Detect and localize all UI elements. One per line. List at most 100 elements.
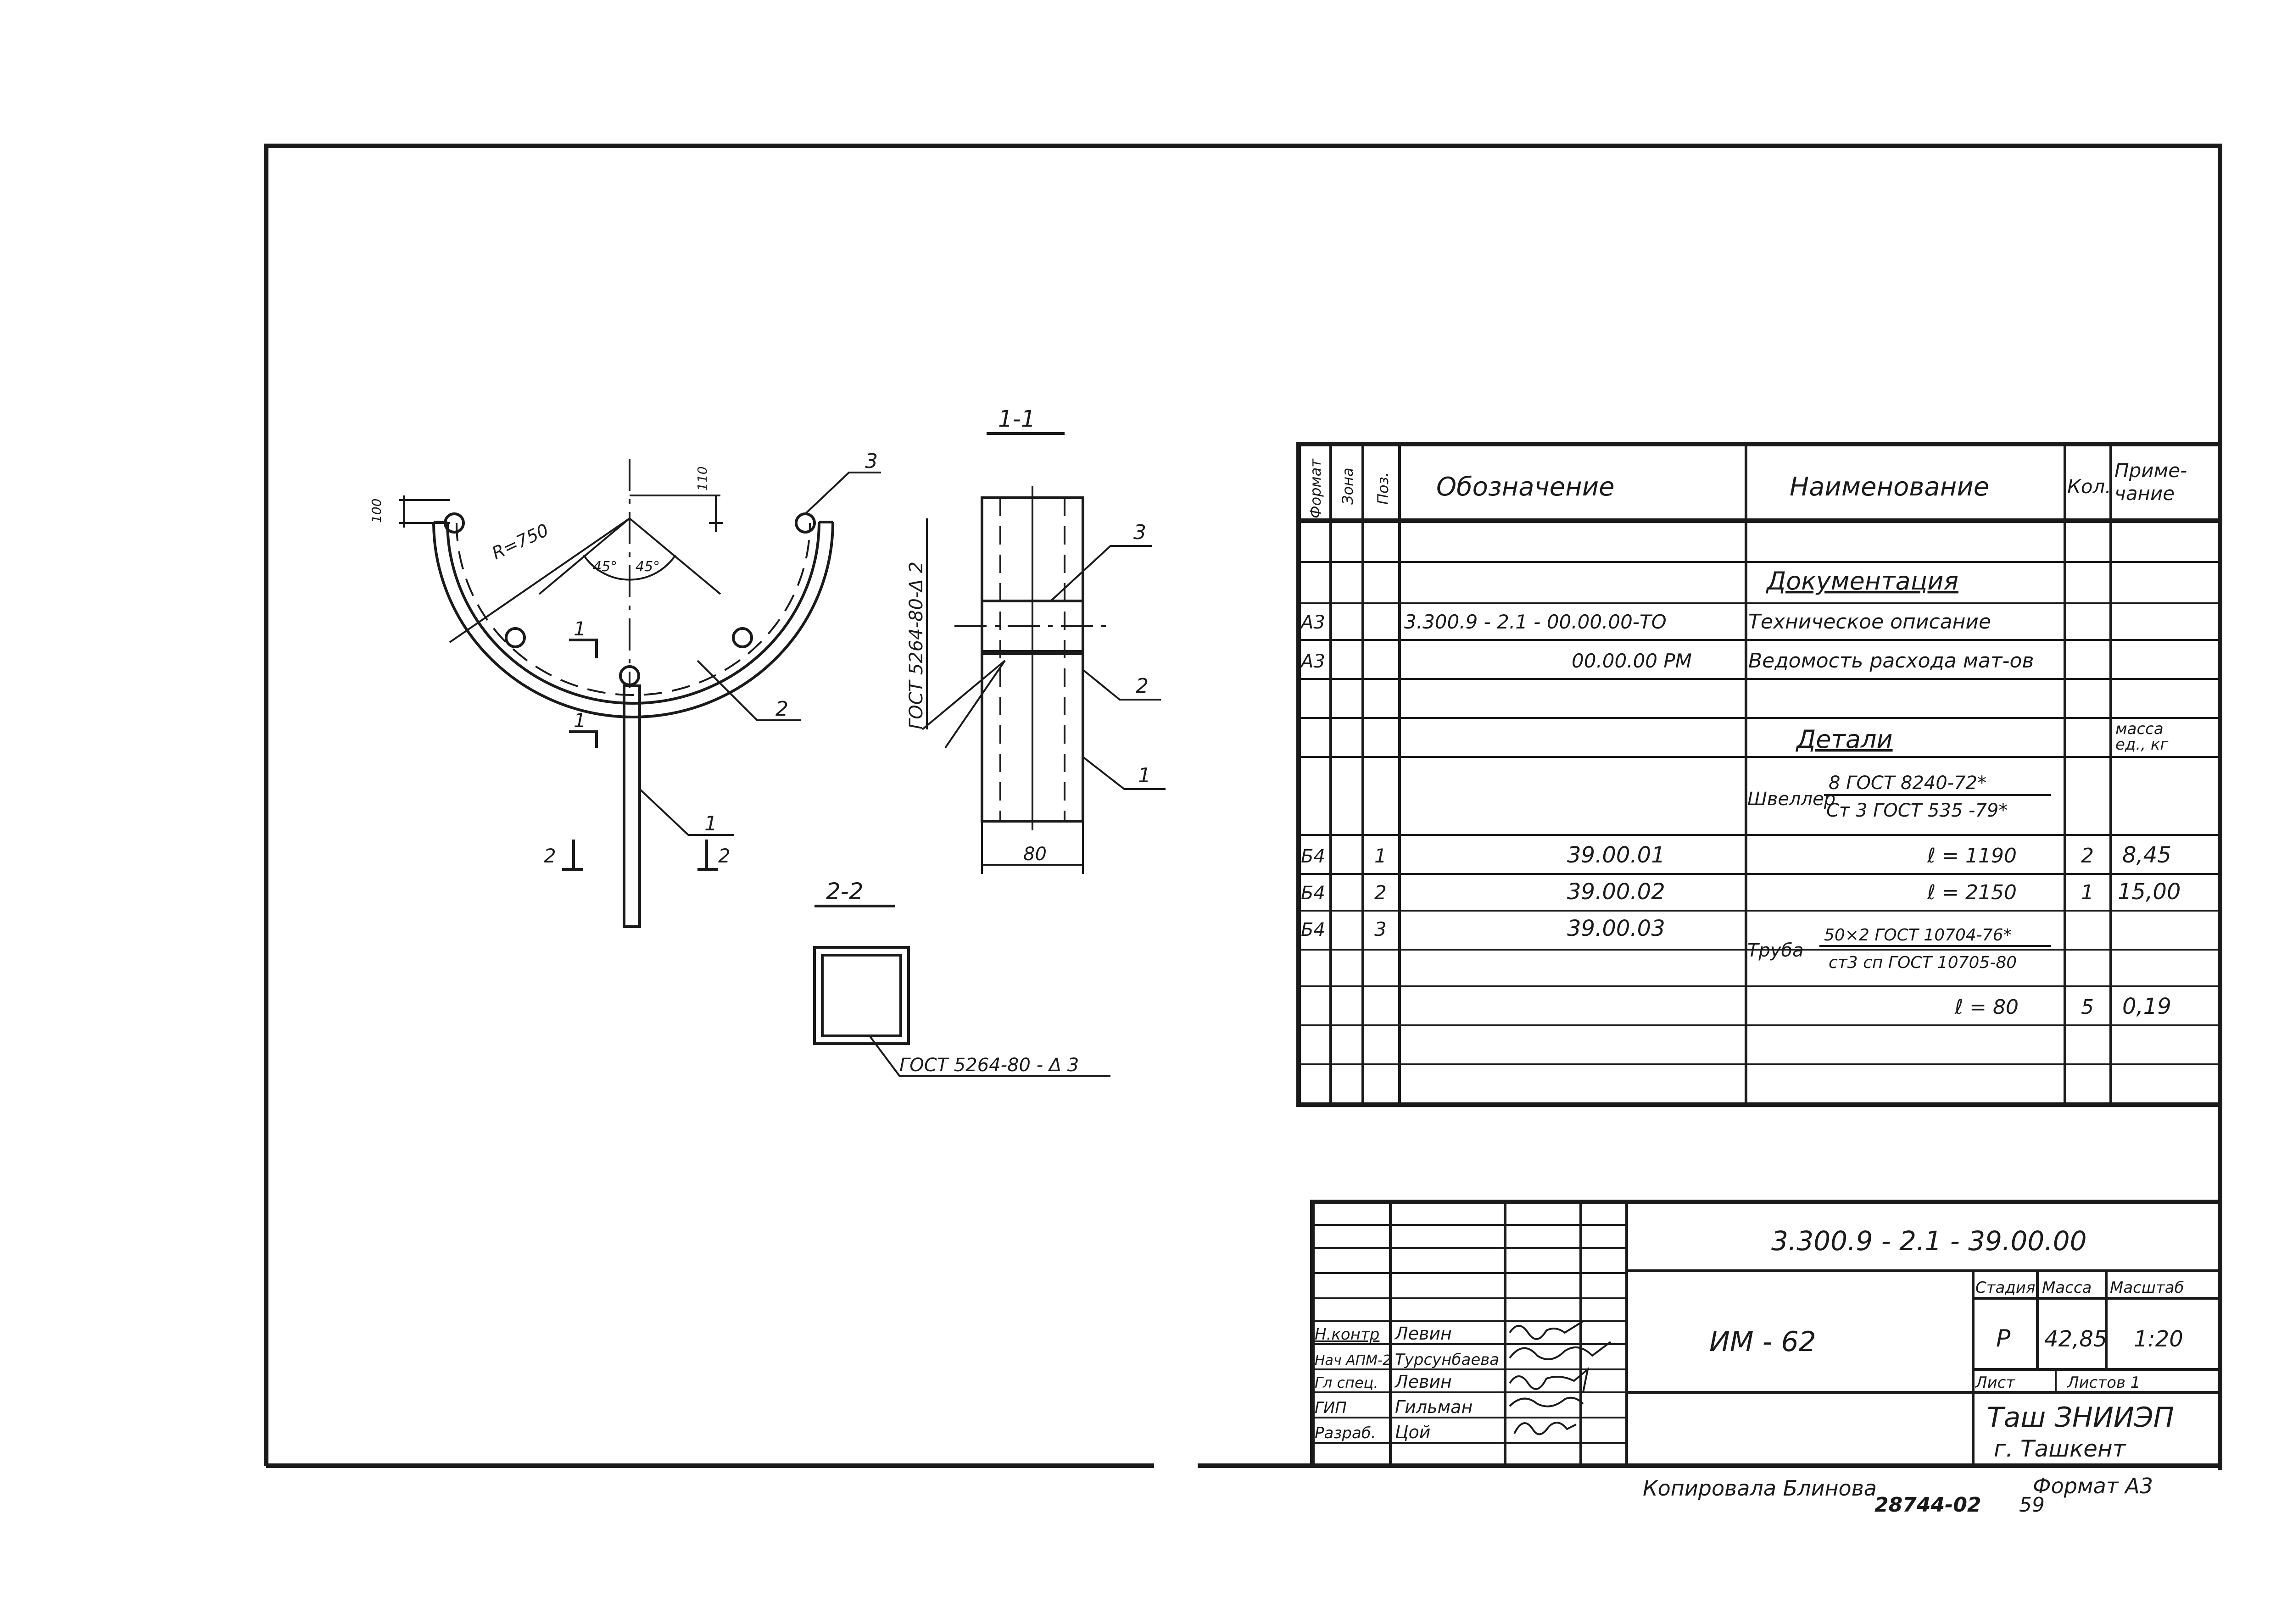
- spec-header-pos: Поз.: [1374, 472, 1392, 505]
- section-mark-2-left: 2: [544, 845, 556, 867]
- spec-header-note-line1: Приме-: [2114, 459, 2187, 482]
- footer-page: 59: [2019, 1493, 2045, 1517]
- signer-name-2: Турсунбаева: [1395, 1351, 1499, 1369]
- spec-pipe-top: 50×2 ГОСТ 10704-76*: [1824, 926, 2012, 945]
- spec-part3-pos: 3: [1374, 918, 1387, 940]
- spec-channel-top: 8 ГОСТ 8240-72*: [1829, 773, 1986, 794]
- spec-header-format: Формат: [1307, 458, 1324, 518]
- spec-part2-name: ℓ = 2150: [1927, 881, 2017, 904]
- signer-role-4: ГИП: [1315, 1399, 1347, 1417]
- spec-row2-name: Ведомость расхода мат-ов: [1748, 649, 2034, 673]
- spec-pipe-length: ℓ = 80: [1954, 996, 2019, 1019]
- section-1-1-view: [921, 486, 1166, 874]
- title-doc-code: 3.300.9 - 2.1 - 39.00.00: [1771, 1225, 2087, 1257]
- title-sheets-label: Листов 1: [2066, 1374, 2140, 1392]
- footer-format: Формат А3: [2033, 1474, 2153, 1498]
- angle-left-label: 45°: [593, 559, 617, 575]
- tube-hole-midright: [732, 627, 753, 648]
- spec-row2-format: А3: [1300, 651, 1325, 672]
- title-sheet-label: Лист: [1975, 1374, 2015, 1392]
- signer-role-3: Гл спец.: [1315, 1374, 1378, 1391]
- title-mass: 42,85: [2044, 1326, 2107, 1352]
- spec-row1-name: Техническое описание: [1748, 610, 1991, 634]
- spec-mass-header: масса ед., кг: [2115, 720, 2169, 754]
- section-2-2-view: [813, 946, 1110, 1077]
- spec-header-note-line2: чание: [2114, 482, 2175, 505]
- spec-part2-pos: 2: [1374, 881, 1387, 904]
- title-stage: Р: [1996, 1325, 2011, 1352]
- signer-role-5: Разраб.: [1315, 1424, 1376, 1442]
- spec-part2-note: 15,00: [2118, 879, 2181, 905]
- radius-label: R=750: [489, 520, 552, 563]
- spec-channel-bottom: Ст 3 ГОСТ 535 -79*: [1826, 800, 2008, 821]
- spec-mass-header-line2: ед., кг: [2115, 735, 2169, 754]
- spec-pipe-bottom: ст3 сп ГОСТ 10705-80: [1829, 953, 2017, 972]
- signer-role-2: Нач АПМ-2: [1315, 1352, 1391, 1368]
- spec-header-note: Приме- чание: [2114, 459, 2193, 505]
- spec-pipe-label: Труба: [1747, 940, 1804, 961]
- main-view: [399, 459, 881, 928]
- footer-number: 28744-02: [1874, 1493, 1981, 1517]
- spec-section-docs: Документация: [1766, 567, 1958, 595]
- footer-copied: Копировала Блинова: [1643, 1476, 1877, 1501]
- spec-mass-header-line1: масса: [2115, 720, 2164, 738]
- signer-name-3: Левин: [1394, 1372, 1452, 1392]
- angle-right-label: 45°: [636, 559, 660, 575]
- spec-part1-format: Б4: [1301, 846, 1325, 867]
- spec-part1-designation: 39.00.01: [1567, 842, 1665, 868]
- spec-pipe-qty: 5: [2081, 996, 2094, 1019]
- title-org: Таш ЗНИИЭП: [1987, 1402, 2174, 1434]
- dim-100-label: 100: [369, 499, 384, 523]
- dim-110-label: 110: [695, 467, 710, 491]
- weld-note-vertical: ГОСТ 5264-80-Δ 2: [906, 562, 927, 729]
- dim-80-label: 80: [1023, 844, 1047, 865]
- spec-part2-format: Б4: [1301, 883, 1325, 904]
- spec-part2-qty: 1: [2081, 881, 2094, 904]
- section-mark-1-lower: 1: [574, 709, 586, 732]
- spec-row1-format: А3: [1300, 612, 1325, 633]
- spec-channel-label: Швеллер: [1747, 789, 1835, 810]
- title-product: ИМ - 62: [1709, 1326, 1816, 1358]
- title-stage-label: Стадия: [1975, 1279, 2035, 1297]
- title-mass-label: Масса: [2042, 1279, 2092, 1297]
- spec-table: [1296, 442, 2222, 1107]
- spec-row2-designation: 00.00.00 РМ: [1572, 650, 1692, 672]
- spec-section-parts: Детали: [1796, 725, 1893, 754]
- spec-part1-name: ℓ = 1190: [1927, 844, 2017, 868]
- title-scale: 1:20: [2134, 1326, 2183, 1352]
- spec-header-designation: Обозначение: [1436, 472, 1615, 502]
- title-block: [1310, 1200, 2222, 1468]
- section-1-1-title: 1-1: [998, 406, 1036, 432]
- callout-3-main: 3: [865, 450, 878, 473]
- spec-part1-qty: 2: [2081, 844, 2094, 868]
- spec-part1-note: 8,45: [2122, 842, 2171, 868]
- signer-name-1: Левин: [1394, 1324, 1452, 1344]
- section-mark-2-right: 2: [718, 845, 731, 867]
- section-mark-1-upper: 1: [574, 617, 586, 640]
- signer-role-1: Н.контр: [1315, 1325, 1379, 1344]
- callout-2-main: 2: [775, 697, 788, 721]
- spec-header-name: Наименование: [1790, 472, 1989, 502]
- spec-part2-designation: 39.00.02: [1567, 879, 1665, 905]
- title-city: г. Ташкент: [1994, 1435, 2127, 1462]
- section-2-2-title: 2-2: [826, 878, 864, 905]
- callout-1-section: 1: [1138, 764, 1151, 787]
- weld-note-2-2: ГОСТ 5264-80 - Δ 3: [899, 1055, 1079, 1076]
- spec-header-qty: Кол.: [2067, 475, 2111, 498]
- signatures: [1509, 1320, 1612, 1435]
- spec-pipe-note: 0,19: [2122, 994, 2171, 1019]
- spec-part1-pos: 1: [1374, 845, 1387, 867]
- spec-part3-format: Б4: [1301, 919, 1325, 940]
- callout-2-section: 2: [1136, 674, 1149, 698]
- title-scale-label: Масштаб: [2110, 1279, 2184, 1297]
- signer-name-5: Цой: [1395, 1422, 1430, 1442]
- callout-1-main: 1: [704, 812, 717, 835]
- spec-part3-designation: 39.00.03: [1567, 916, 1665, 941]
- spec-header-zone: Зона: [1339, 467, 1356, 505]
- spec-row1-designation: 3.300.9 - 2.1 - 00.00.00-ТО: [1404, 611, 1667, 633]
- tube-hole-midleft: [505, 627, 526, 648]
- callout-3-section: 3: [1133, 521, 1146, 544]
- signer-name-4: Гильман: [1395, 1397, 1473, 1417]
- tube-hole-right: [795, 512, 816, 534]
